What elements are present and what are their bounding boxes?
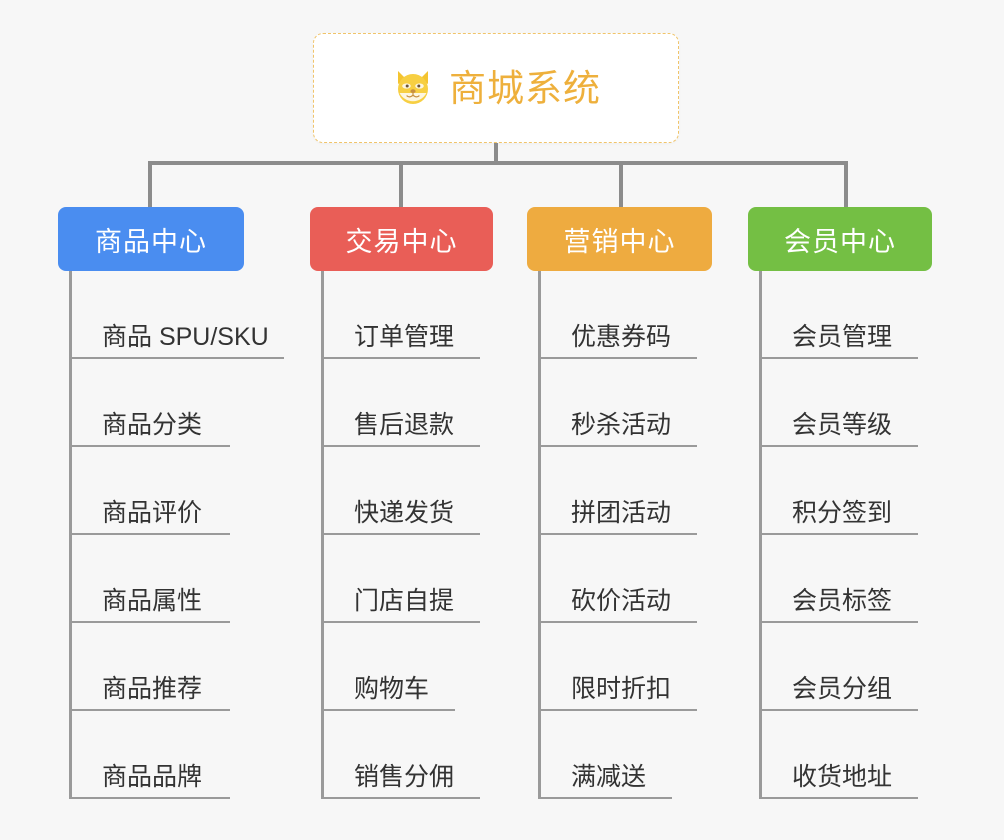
- branch-header-label: 营销中心: [563, 226, 676, 257]
- list-item[interactable]: 购物车: [324, 623, 455, 711]
- connector-root-stem: [494, 143, 498, 163]
- branch-items-trade: 订单管理 售后退款 快递发货 门店自提 购物车 销售分佣: [321, 271, 493, 799]
- list-item[interactable]: 商品品牌: [72, 711, 230, 799]
- leaf-label: 购物车: [354, 674, 430, 703]
- list-item[interactable]: 收货地址: [762, 711, 918, 799]
- leaf-label: 商品评价: [102, 498, 203, 527]
- root-node[interactable]: 商城系统: [313, 33, 679, 143]
- leaf-label: 收货地址: [792, 762, 893, 791]
- leaf-label: 商品分类: [102, 410, 203, 439]
- branch-header-trade[interactable]: 交易中心: [310, 207, 493, 271]
- branch-header-label: 交易中心: [345, 226, 458, 257]
- branch-column-trade: 交易中心 订单管理 售后退款 快递发货 门店自提 购物车 销售分佣: [310, 207, 493, 799]
- leaf-label: 秒杀活动: [571, 410, 672, 439]
- leaf-label: 售后退款: [354, 410, 455, 439]
- branch-header-member[interactable]: 会员中心: [748, 207, 932, 271]
- leaf-label: 积分签到: [792, 498, 893, 527]
- list-item[interactable]: 优惠券码: [541, 271, 697, 359]
- list-item[interactable]: 商品推荐: [72, 623, 230, 711]
- list-item[interactable]: 商品 SPU/SKU: [72, 271, 284, 359]
- connector-drop-2: [399, 161, 403, 207]
- root-title: 商城系统: [449, 67, 601, 109]
- leaf-label: 限时折扣: [571, 674, 672, 703]
- branch-column-product: 商品中心 商品 SPU/SKU 商品分类 商品评价 商品属性 商品推荐 商品品牌: [58, 207, 284, 799]
- list-item[interactable]: 商品评价: [72, 447, 230, 535]
- leaf-label: 会员标签: [792, 586, 893, 615]
- leaf-label: 订单管理: [354, 322, 455, 351]
- list-item[interactable]: 快递发货: [324, 447, 480, 535]
- list-item[interactable]: 拼团活动: [541, 447, 697, 535]
- list-item[interactable]: 门店自提: [324, 535, 480, 623]
- branch-header-label: 商品中心: [95, 226, 207, 257]
- branch-column-marketing: 营销中心 优惠券码 秒杀活动 拼团活动 砍价活动 限时折扣 满减送: [527, 207, 712, 799]
- branch-items-product: 商品 SPU/SKU 商品分类 商品评价 商品属性 商品推荐 商品品牌: [69, 271, 284, 799]
- list-item[interactable]: 订单管理: [324, 271, 480, 359]
- leaf-label: 会员分组: [792, 674, 893, 703]
- leaf-label: 商品品牌: [102, 762, 203, 791]
- branch-items-marketing: 优惠券码 秒杀活动 拼团活动 砍价活动 限时折扣 满减送: [538, 271, 712, 799]
- list-item[interactable]: 积分签到: [762, 447, 918, 535]
- leaf-label: 销售分佣: [354, 762, 455, 791]
- list-item[interactable]: 售后退款: [324, 359, 480, 447]
- leaf-label: 门店自提: [354, 586, 455, 615]
- list-item[interactable]: 会员等级: [762, 359, 918, 447]
- connector-drop-3: [619, 161, 623, 207]
- leaf-label: 商品推荐: [102, 674, 203, 703]
- leaf-label: 优惠券码: [571, 322, 672, 351]
- branch-column-member: 会员中心 会员管理 会员等级 积分签到 会员标签 会员分组 收货地址: [748, 207, 932, 799]
- branch-header-label: 会员中心: [784, 226, 896, 257]
- branch-header-marketing[interactable]: 营销中心: [527, 207, 712, 271]
- dog-face-icon: [391, 66, 435, 110]
- list-item[interactable]: 会员管理: [762, 271, 918, 359]
- list-item[interactable]: 砍价活动: [541, 535, 697, 623]
- list-item[interactable]: 会员分组: [762, 623, 918, 711]
- connector-drop-1: [148, 161, 152, 207]
- leaf-label: 会员管理: [792, 322, 893, 351]
- leaf-label: 拼团活动: [571, 498, 672, 527]
- leaf-label: 商品 SPU/SKU: [102, 322, 269, 351]
- list-item[interactable]: 限时折扣: [541, 623, 697, 711]
- leaf-label: 满减送: [571, 762, 647, 791]
- list-item[interactable]: 商品分类: [72, 359, 230, 447]
- connector-drop-4: [844, 161, 848, 207]
- branch-header-product[interactable]: 商品中心: [58, 207, 244, 271]
- list-item[interactable]: 销售分佣: [324, 711, 480, 799]
- leaf-label: 砍价活动: [571, 586, 672, 615]
- leaf-label: 商品属性: [102, 586, 203, 615]
- leaf-label: 会员等级: [792, 410, 893, 439]
- list-item[interactable]: 商品属性: [72, 535, 230, 623]
- list-item[interactable]: 会员标签: [762, 535, 918, 623]
- connector-horizontal-bus: [148, 161, 848, 165]
- list-item[interactable]: 秒杀活动: [541, 359, 697, 447]
- branch-items-member: 会员管理 会员等级 积分签到 会员标签 会员分组 收货地址: [759, 271, 932, 799]
- list-item[interactable]: 满减送: [541, 711, 672, 799]
- leaf-label: 快递发货: [354, 498, 455, 527]
